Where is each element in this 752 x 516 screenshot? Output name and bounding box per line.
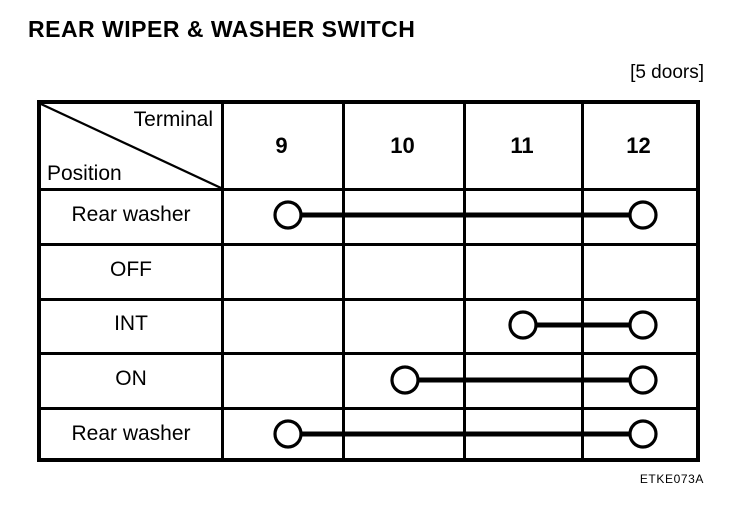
terminal-node-int-t11 [508, 310, 538, 340]
column-header-12: 12 [626, 133, 651, 158]
row-divider-3 [41, 352, 696, 355]
row-divider-4 [41, 407, 696, 410]
column-header-11: 11 [510, 133, 534, 158]
row-label-int: INT [114, 312, 148, 335]
column-divider-2 [342, 104, 345, 458]
column-header-10: 10 [390, 133, 415, 158]
terminal-node-rear-washer-bottom-t9 [273, 419, 303, 449]
column-divider-3 [463, 104, 466, 458]
row-label-rear-washer-top: Rear washer [71, 203, 191, 226]
terminal-axis-label: Terminal [133, 108, 213, 131]
row-divider-header [41, 188, 696, 191]
switch-continuity-table: Terminal Position 9 10 11 12 Rear washer… [37, 100, 700, 462]
terminal-node-rear-washer-bottom-t12 [628, 419, 658, 449]
row-label-rear-washer-bottom: Rear washer [71, 422, 191, 445]
row-divider-2 [41, 298, 696, 301]
terminal-node-on-t10 [390, 365, 420, 395]
page-title: REAR WIPER & WASHER SWITCH [28, 16, 416, 42]
row-divider-1 [41, 243, 696, 246]
column-header-9: 9 [275, 133, 288, 158]
corner-diagonal-line [41, 104, 221, 188]
terminal-node-on-t12 [628, 365, 658, 395]
column-divider-1 [221, 104, 224, 458]
position-axis-label: Position [47, 162, 122, 185]
terminal-node-rear-washer-top-t9 [273, 200, 303, 230]
row-label-off: OFF [110, 258, 152, 281]
row-label-on: ON [115, 367, 147, 390]
terminal-node-rear-washer-top-t12 [628, 200, 658, 230]
variant-note: [5 doors] [630, 62, 704, 83]
column-divider-4 [581, 104, 584, 458]
figure-caption: ETKE073A [639, 472, 704, 486]
table-corner-header: Terminal Position [41, 104, 221, 188]
terminal-node-int-t12 [628, 310, 658, 340]
